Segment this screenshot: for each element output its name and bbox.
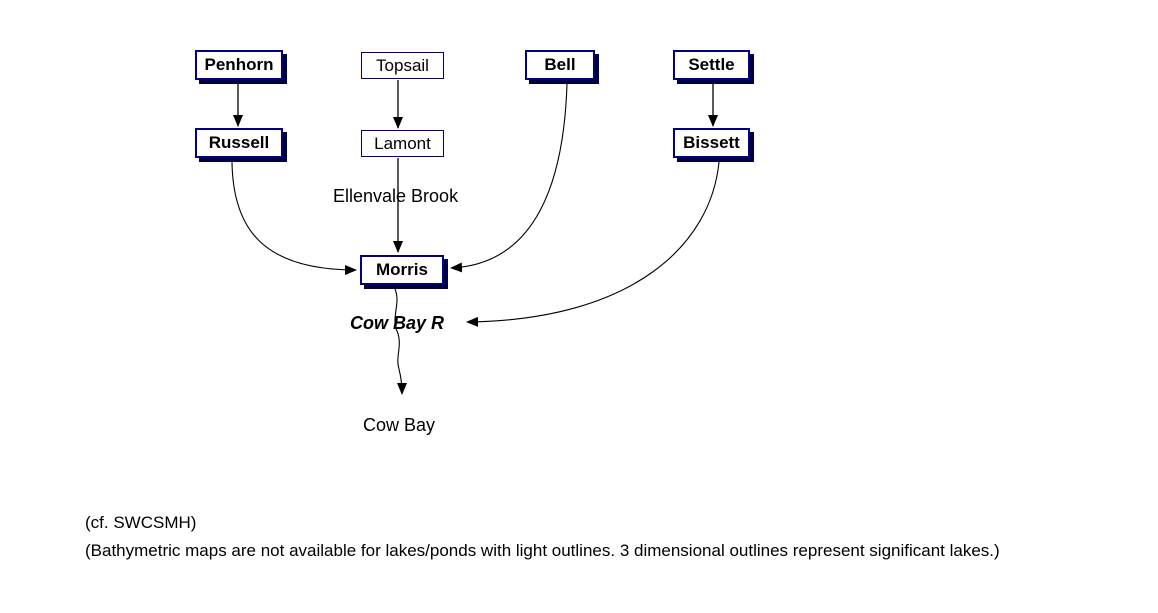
edge-bissett-to-cow-bay-r (466, 161, 720, 327)
cow-bay-r-label: Cow Bay R (350, 313, 445, 333)
edge-russell-to-morris (231, 161, 357, 275)
footnote-source: (cf. SWCSMH) (85, 513, 197, 532)
node-penhorn: Penhorn (195, 50, 283, 80)
node-bissett: Bissett (673, 128, 750, 158)
edge-morris-to-cow-bay (394, 288, 407, 395)
cow-bay-label: Cow Bay (363, 415, 436, 435)
node-lamont: Lamont (361, 130, 444, 157)
footnote-legend: (Bathymetric maps are not available for … (85, 541, 1000, 560)
ellenvale-brook-label: Ellenvale Brook (333, 186, 459, 206)
node-russell: Russell (195, 128, 283, 158)
edge-bell-to-morris (450, 83, 568, 273)
node-bell: Bell (525, 50, 595, 80)
node-settle: Settle (673, 50, 750, 80)
node-topsail: Topsail (361, 52, 444, 79)
node-morris: Morris (360, 255, 444, 285)
